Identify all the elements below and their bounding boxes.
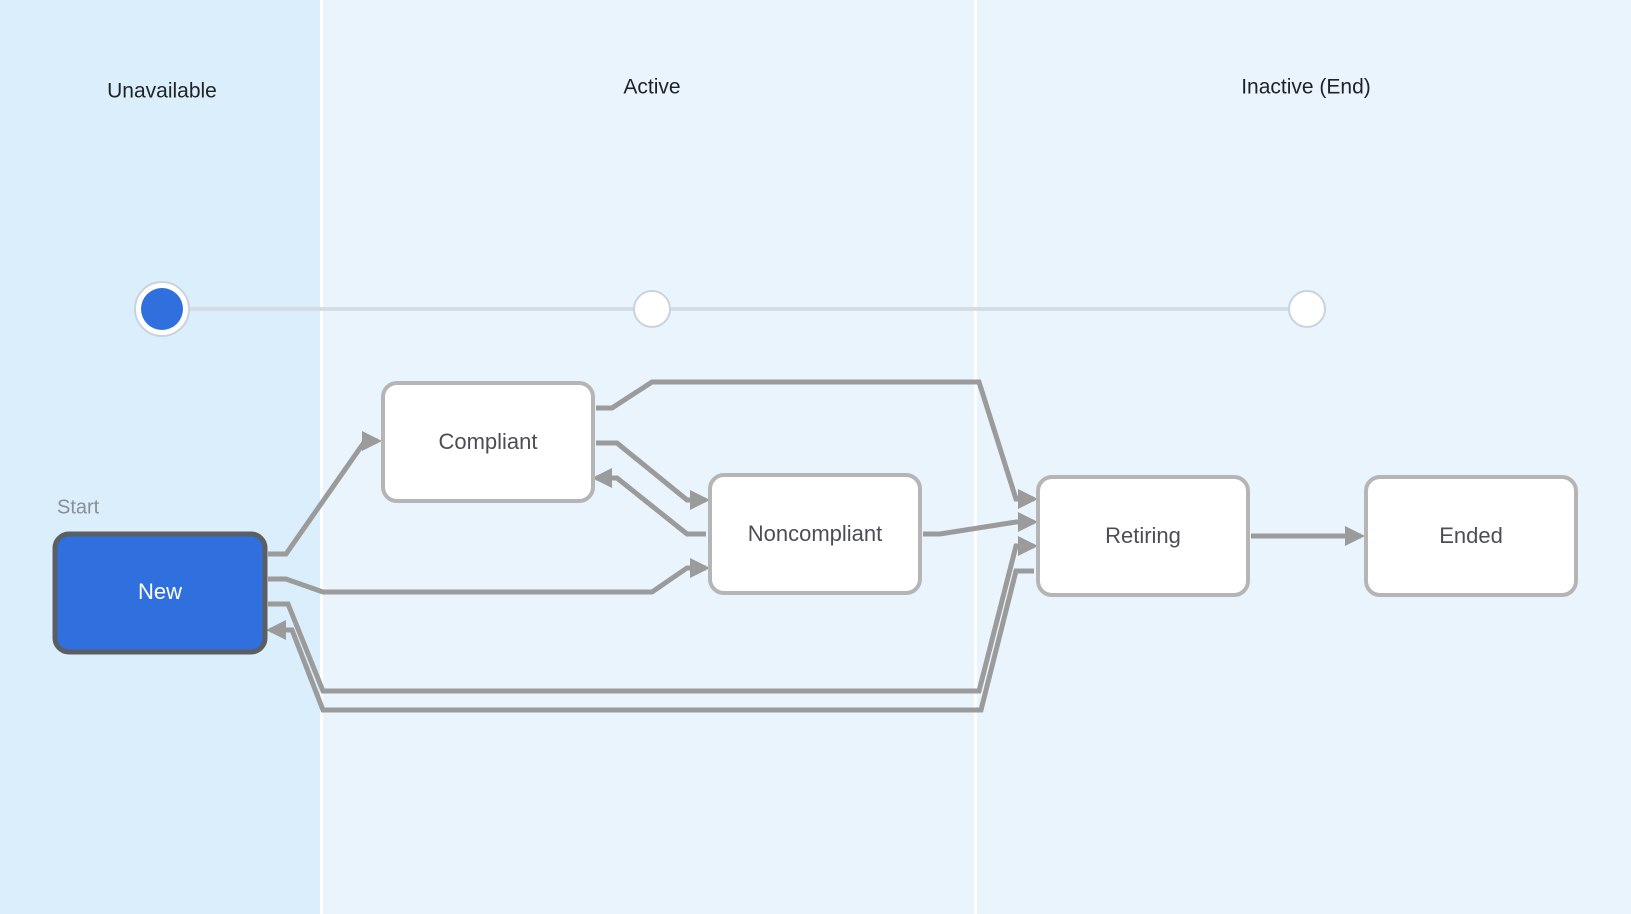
lane-title-unavailable: Unavailable [107, 80, 217, 103]
state-label-compliant: Compliant [438, 429, 537, 454]
edge-new-to-noncompliant [268, 558, 710, 595]
state-label-new: New [138, 579, 182, 604]
state-node-retiring[interactable]: Retiring [1036, 475, 1250, 597]
lane-title-active: Active [623, 76, 680, 99]
edge-new-to-compliant [268, 431, 382, 557]
state-box-noncompliant[interactable] [708, 473, 922, 595]
start-label: Start [57, 496, 100, 518]
state-box-new[interactable] [52, 531, 268, 655]
lane-unavailable [0, 0, 320, 914]
state-box-compliant[interactable] [381, 381, 595, 503]
state-node-compliant[interactable]: Compliant [381, 381, 595, 503]
state-node-ended[interactable]: Ended [1364, 475, 1578, 597]
lane-title-inactive: Inactive (End) [1241, 76, 1371, 99]
state-box-ended[interactable] [1364, 475, 1578, 597]
edge-noncompliant-to-compliant [592, 468, 706, 537]
lane-divider [320, 0, 323, 914]
stepper-step-current-dot [141, 288, 183, 330]
edge-compliant-to-retiring [596, 379, 1038, 509]
state-node-noncompliant[interactable]: Noncompliant [708, 473, 922, 595]
lane-divider [974, 0, 977, 914]
lane-inactive-end [977, 0, 1631, 914]
state-label-retiring: Retiring [1105, 523, 1181, 548]
edge-compliant-to-noncompliant [596, 440, 710, 510]
stepper-step[interactable] [633, 290, 671, 328]
state-label-ended: Ended [1439, 523, 1503, 548]
edge-noncompliant-to-retiring [923, 512, 1038, 537]
state-label-noncompliant: Noncompliant [748, 521, 883, 546]
transitions [266, 379, 1365, 713]
state-node-new[interactable]: New [52, 531, 268, 655]
edge-retiring-to-new [266, 568, 1034, 713]
edge-new-to-retiring [268, 536, 1038, 694]
state-box-retiring[interactable] [1036, 475, 1250, 597]
stepper-step[interactable] [1288, 290, 1326, 328]
